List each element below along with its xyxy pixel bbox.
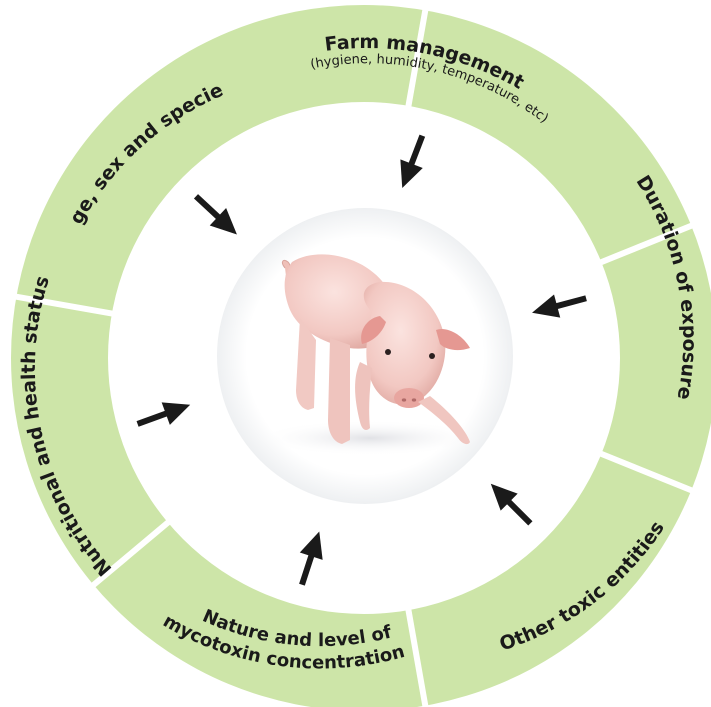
arrow-from-nutrition [133,393,194,435]
arrow-from-age [188,187,245,243]
center-halo [217,208,513,504]
arrow-from-nature [291,528,331,589]
arrow-from-toxic [482,475,539,532]
arrow-from-duration [529,287,589,325]
arrow-from-farm [391,131,433,192]
